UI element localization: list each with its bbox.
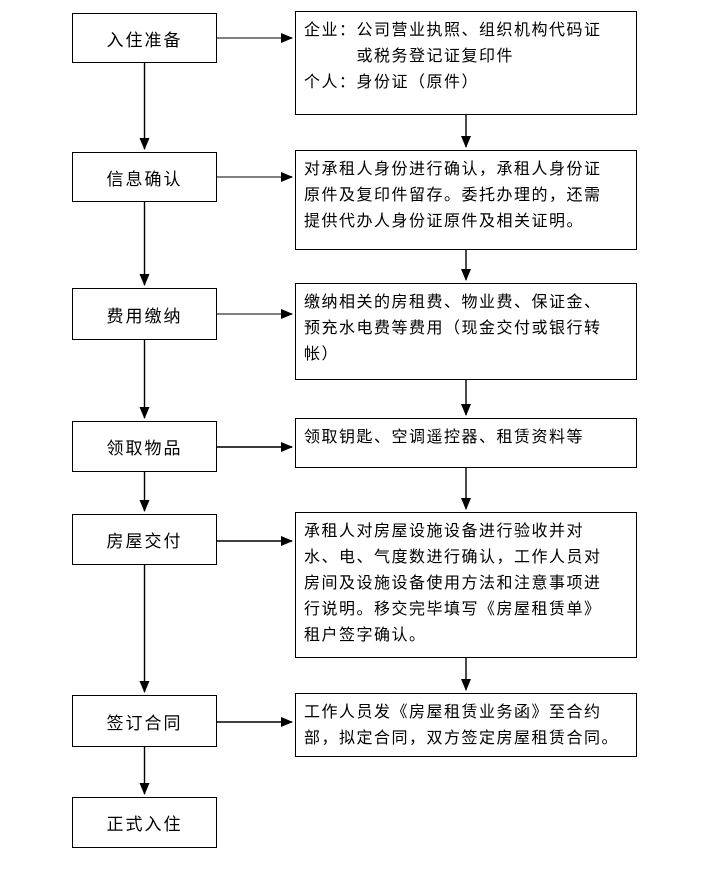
step-label-7: 正式入住 xyxy=(106,815,183,835)
detail-box-4: 领取钥匙、空调遥控器、租赁资料等 xyxy=(295,418,637,468)
detail-text-2: 对承租人身份进行确认，承租人身份证 原件及复印件留存。委托办理的，还需 提供代办… xyxy=(304,159,602,230)
detail-box-6: 工作人员发《房屋租赁业务函》至合约 部，拟定合同，双方签定房屋租赁合同。 xyxy=(295,693,637,757)
step-label-2: 信息确认 xyxy=(106,169,183,190)
step-label-6: 签订合同 xyxy=(106,713,183,734)
step-box-1: 入住准备 xyxy=(72,13,217,63)
detail-text-3: 缴纳相关的房租费、物业费、保证金、 预充水电费等费用（现金交付或银行转 帐） xyxy=(304,292,602,363)
step-box-5: 房屋交付 xyxy=(72,514,217,565)
step-box-6: 签订合同 xyxy=(72,695,217,747)
step-box-3: 费用缴纳 xyxy=(72,288,217,340)
step-label-5: 房屋交付 xyxy=(106,532,183,552)
detail-text-4: 领取钥匙、空调遥控器、租赁资料等 xyxy=(304,427,585,446)
step-box-2: 信息确认 xyxy=(72,152,217,202)
detail-text-5: 承租人对房屋设施设备进行验收并对 水、电、气度数进行确认，工作人员对 房间及设施… xyxy=(304,521,602,644)
detail-box-3: 缴纳相关的房租费、物业费、保证金、 预充水电费等费用（现金交付或银行转 帐） xyxy=(295,283,637,380)
step-label-4: 领取物品 xyxy=(106,439,183,459)
step-box-7: 正式入住 xyxy=(72,797,217,848)
detail-text-1: 企业：公司营业执照、组织机构代码证 或税务登记证复印件 个人：身份证（原件） xyxy=(304,20,602,91)
step-label-1: 入住准备 xyxy=(106,30,183,51)
step-label-3: 费用缴纳 xyxy=(106,306,183,327)
detail-text-6: 工作人员发《房屋租赁业务函》至合约 部，拟定合同，双方签定房屋租赁合同。 xyxy=(304,702,620,747)
detail-box-5: 承租人对房屋设施设备进行验收并对 水、电、气度数进行确认，工作人员对 房间及设施… xyxy=(295,512,637,658)
detail-box-1: 企业：公司营业执照、组织机构代码证 或税务登记证复印件 个人：身份证（原件） xyxy=(295,11,637,115)
detail-box-2: 对承租人身份进行确认，承租人身份证 原件及复印件留存。委托办理的，还需 提供代办… xyxy=(295,150,637,250)
step-box-4: 领取物品 xyxy=(72,421,217,472)
